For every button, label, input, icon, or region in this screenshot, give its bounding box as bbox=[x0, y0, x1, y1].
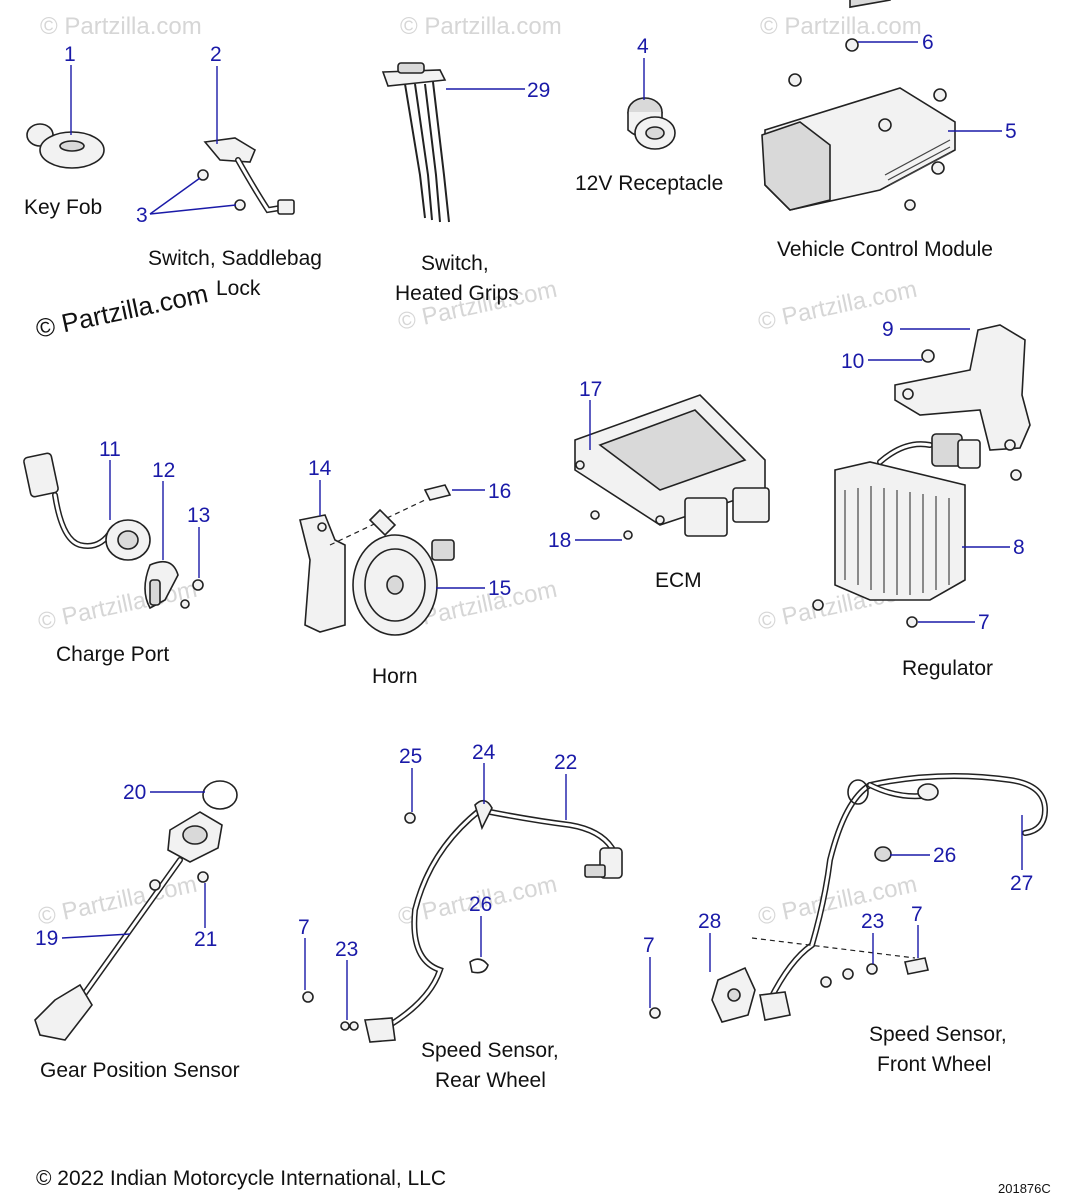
callout-9: 9 bbox=[882, 318, 894, 341]
ecm-illustration bbox=[574, 394, 770, 540]
callout-6: 6 bbox=[922, 31, 934, 54]
callout-17: 17 bbox=[579, 378, 602, 401]
watermark: © Partzilla.com bbox=[36, 576, 200, 636]
callout-26-front: 26 bbox=[933, 844, 956, 867]
receptacle-illustration bbox=[627, 97, 676, 150]
caption-heated-grips-2: Heated Grips bbox=[395, 282, 519, 305]
caption-rear-speed-sensor: Speed Sensor, bbox=[421, 1039, 559, 1062]
callout-25: 25 bbox=[399, 745, 422, 768]
footer-copyright: © 2022 Indian Motorcycle International, … bbox=[36, 1167, 446, 1190]
caption-ecm: ECM bbox=[655, 569, 702, 592]
caption-charge-port: Charge Port bbox=[56, 643, 169, 666]
saddlebag-switch-illustration bbox=[197, 137, 295, 215]
callout-3: 3 bbox=[136, 204, 148, 227]
key-fob-illustration bbox=[26, 123, 105, 169]
caption-horn: Horn bbox=[372, 665, 418, 688]
callout-4: 4 bbox=[637, 35, 649, 58]
callout-5: 5 bbox=[1005, 120, 1017, 143]
gear-position-sensor-illustration bbox=[34, 780, 238, 1041]
callout-7-regulator: 7 bbox=[978, 611, 990, 634]
watermark: © Partzilla.com bbox=[36, 871, 200, 931]
callout-28: 28 bbox=[698, 910, 721, 933]
callout-23-front: 23 bbox=[861, 910, 884, 933]
callout-15: 15 bbox=[488, 577, 511, 600]
caption-heated-grips: Switch, bbox=[421, 252, 489, 275]
callout-23-rear: 23 bbox=[335, 938, 358, 961]
callout-21: 21 bbox=[194, 928, 217, 951]
watermark: © Partzilla.com bbox=[756, 276, 920, 336]
caption-saddlebag-switch-lock: Lock bbox=[216, 277, 261, 300]
callout-10: 10 bbox=[841, 350, 864, 373]
caption-saddlebag-switch: Switch, Saddlebag bbox=[148, 247, 322, 270]
watermark: © Partzilla.com bbox=[760, 13, 922, 40]
footer-diagram-id: 201876C bbox=[998, 1181, 1051, 1196]
callout-11: 11 bbox=[99, 438, 121, 461]
watermark: © Partzilla.com bbox=[400, 13, 562, 40]
caption-gear-position-sensor: Gear Position Sensor bbox=[40, 1059, 240, 1082]
callout-7-front-b: 7 bbox=[911, 903, 923, 926]
callout-20: 20 bbox=[123, 781, 146, 804]
rear-speed-sensor-illustration bbox=[302, 799, 623, 1043]
callout-13: 13 bbox=[187, 504, 210, 527]
heated-grips-switch-illustration bbox=[381, 62, 450, 223]
callout-26-rear: 26 bbox=[469, 893, 492, 916]
callout-18: 18 bbox=[548, 529, 571, 552]
front-speed-sensor-illustration bbox=[649, 773, 1049, 1023]
caption-12v-receptacle: 12V Receptacle bbox=[575, 172, 723, 195]
charge-port-illustration bbox=[23, 452, 204, 610]
caption-front-speed-sensor: Speed Sensor, bbox=[869, 1023, 1007, 1046]
callout-16: 16 bbox=[488, 480, 511, 503]
caption-vcm: Vehicle Control Module bbox=[777, 238, 993, 261]
watermark-main: © Partzilla.com bbox=[33, 278, 211, 344]
callout-7-front-a: 7 bbox=[643, 934, 655, 957]
callout-12: 12 bbox=[152, 459, 175, 482]
regulator-illustration bbox=[812, 324, 1031, 628]
watermark: © Partzilla.com bbox=[756, 871, 920, 931]
callout-22: 22 bbox=[554, 751, 577, 774]
horn-illustration bbox=[299, 484, 455, 636]
watermark: © Partzilla.com bbox=[40, 13, 202, 40]
caption-front-speed-sensor-2: Front Wheel bbox=[877, 1053, 991, 1076]
callout-24: 24 bbox=[472, 741, 496, 764]
caption-regulator: Regulator bbox=[902, 657, 993, 680]
callout-27: 27 bbox=[1010, 872, 1033, 895]
callout-14: 14 bbox=[308, 457, 332, 480]
callout-8: 8 bbox=[1013, 536, 1025, 559]
callout-2: 2 bbox=[210, 43, 222, 66]
caption-key-fob: Key Fob bbox=[24, 196, 102, 219]
caption-rear-speed-sensor-2: Rear Wheel bbox=[435, 1069, 546, 1092]
callout-1: 1 bbox=[64, 43, 76, 66]
callout-19: 19 bbox=[35, 927, 58, 950]
vcm-illustration bbox=[761, 0, 956, 211]
callout-7-rear: 7 bbox=[298, 916, 310, 939]
callout-29: 29 bbox=[527, 79, 550, 102]
